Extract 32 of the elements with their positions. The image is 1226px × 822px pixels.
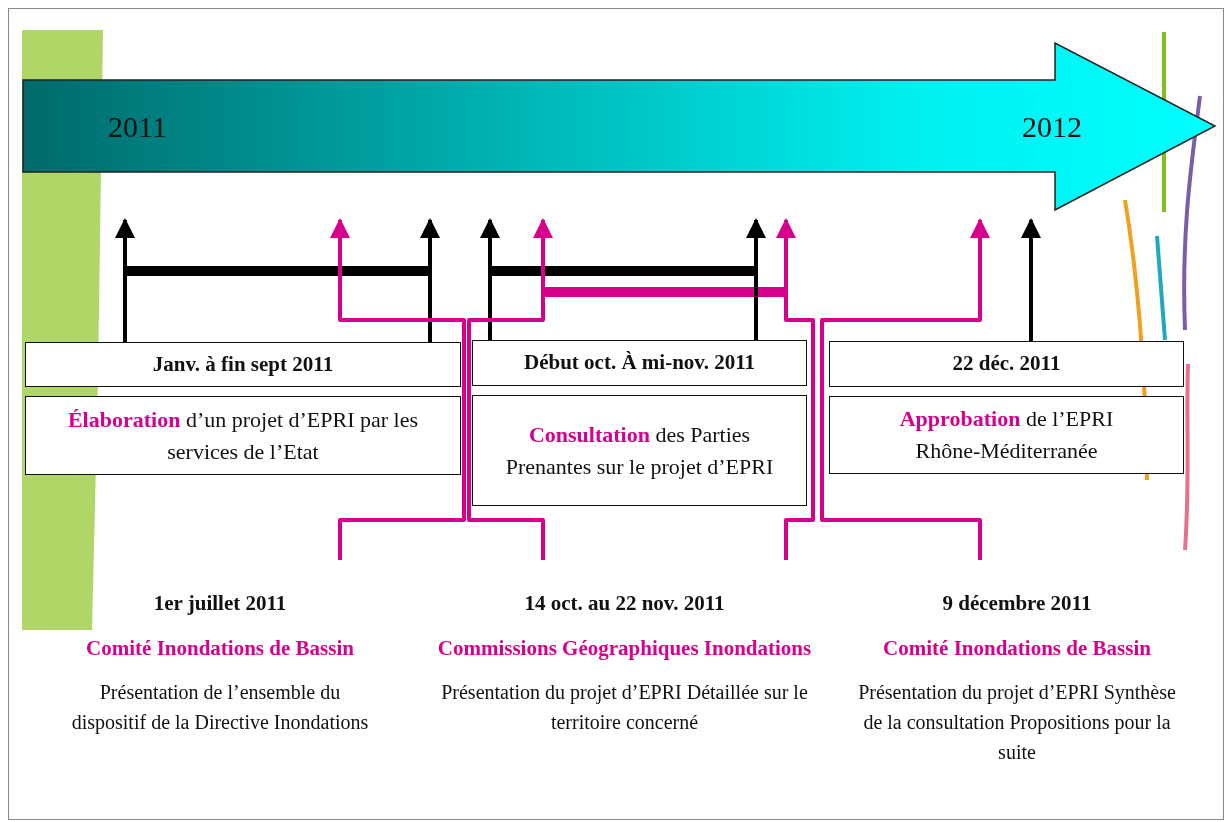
date-box bbox=[829, 341, 1184, 387]
event-description: Présentation de l’ensemble du dispositif de la Directive Inondations bbox=[70, 679, 370, 736]
description-text: Approbation de l’EPRI Rhône-Méditerranée bbox=[898, 405, 1115, 465]
date-label: 1er juillet 2011 bbox=[153, 590, 287, 617]
event-heading: Commissions Géographiques Inondations bbox=[437, 635, 812, 663]
arrow bbox=[480, 218, 500, 340]
date-label: 9 décembre 2011 bbox=[942, 590, 1092, 617]
event-heading: Comité Inondations de Bassin bbox=[883, 635, 1151, 663]
date-label: Début oct. À mi-nov. 2011 bbox=[524, 349, 755, 377]
event-description: Présentation du projet d’EPRI Détaillée sur le territoire concerné bbox=[440, 679, 809, 735]
arrow bbox=[820, 218, 990, 560]
arrow bbox=[746, 218, 766, 340]
arrow bbox=[1021, 218, 1041, 341]
year-label: 2012 bbox=[1022, 110, 1082, 144]
arrow bbox=[776, 218, 815, 560]
description-box bbox=[472, 395, 807, 506]
date-box bbox=[472, 340, 807, 386]
date-label: Janv. à fin sept 2011 bbox=[152, 350, 334, 378]
event-heading: Comité Inondations de Bassin bbox=[86, 635, 354, 663]
description-box bbox=[829, 396, 1184, 474]
arrow bbox=[467, 218, 553, 560]
arrow bbox=[115, 218, 135, 342]
description-text: Consultation des Parties Prenantes sur le projet d’EPRI bbox=[504, 420, 775, 481]
date-box bbox=[25, 342, 461, 387]
description-text: Élaboration d’un projet d’EPRI par les services de l’Etat bbox=[66, 405, 420, 466]
event-description: Présentation du projet d’EPRI Synthèse de la consultation Propositions pour la suite bbox=[857, 679, 1177, 765]
year-label: 2011 bbox=[108, 110, 167, 144]
arrow bbox=[330, 218, 466, 560]
date-label: 14 oct. au 22 nov. 2011 bbox=[524, 590, 725, 617]
description-box bbox=[25, 396, 461, 475]
date-label: 22 déc. 2011 bbox=[952, 350, 1061, 378]
arrow bbox=[420, 218, 440, 342]
